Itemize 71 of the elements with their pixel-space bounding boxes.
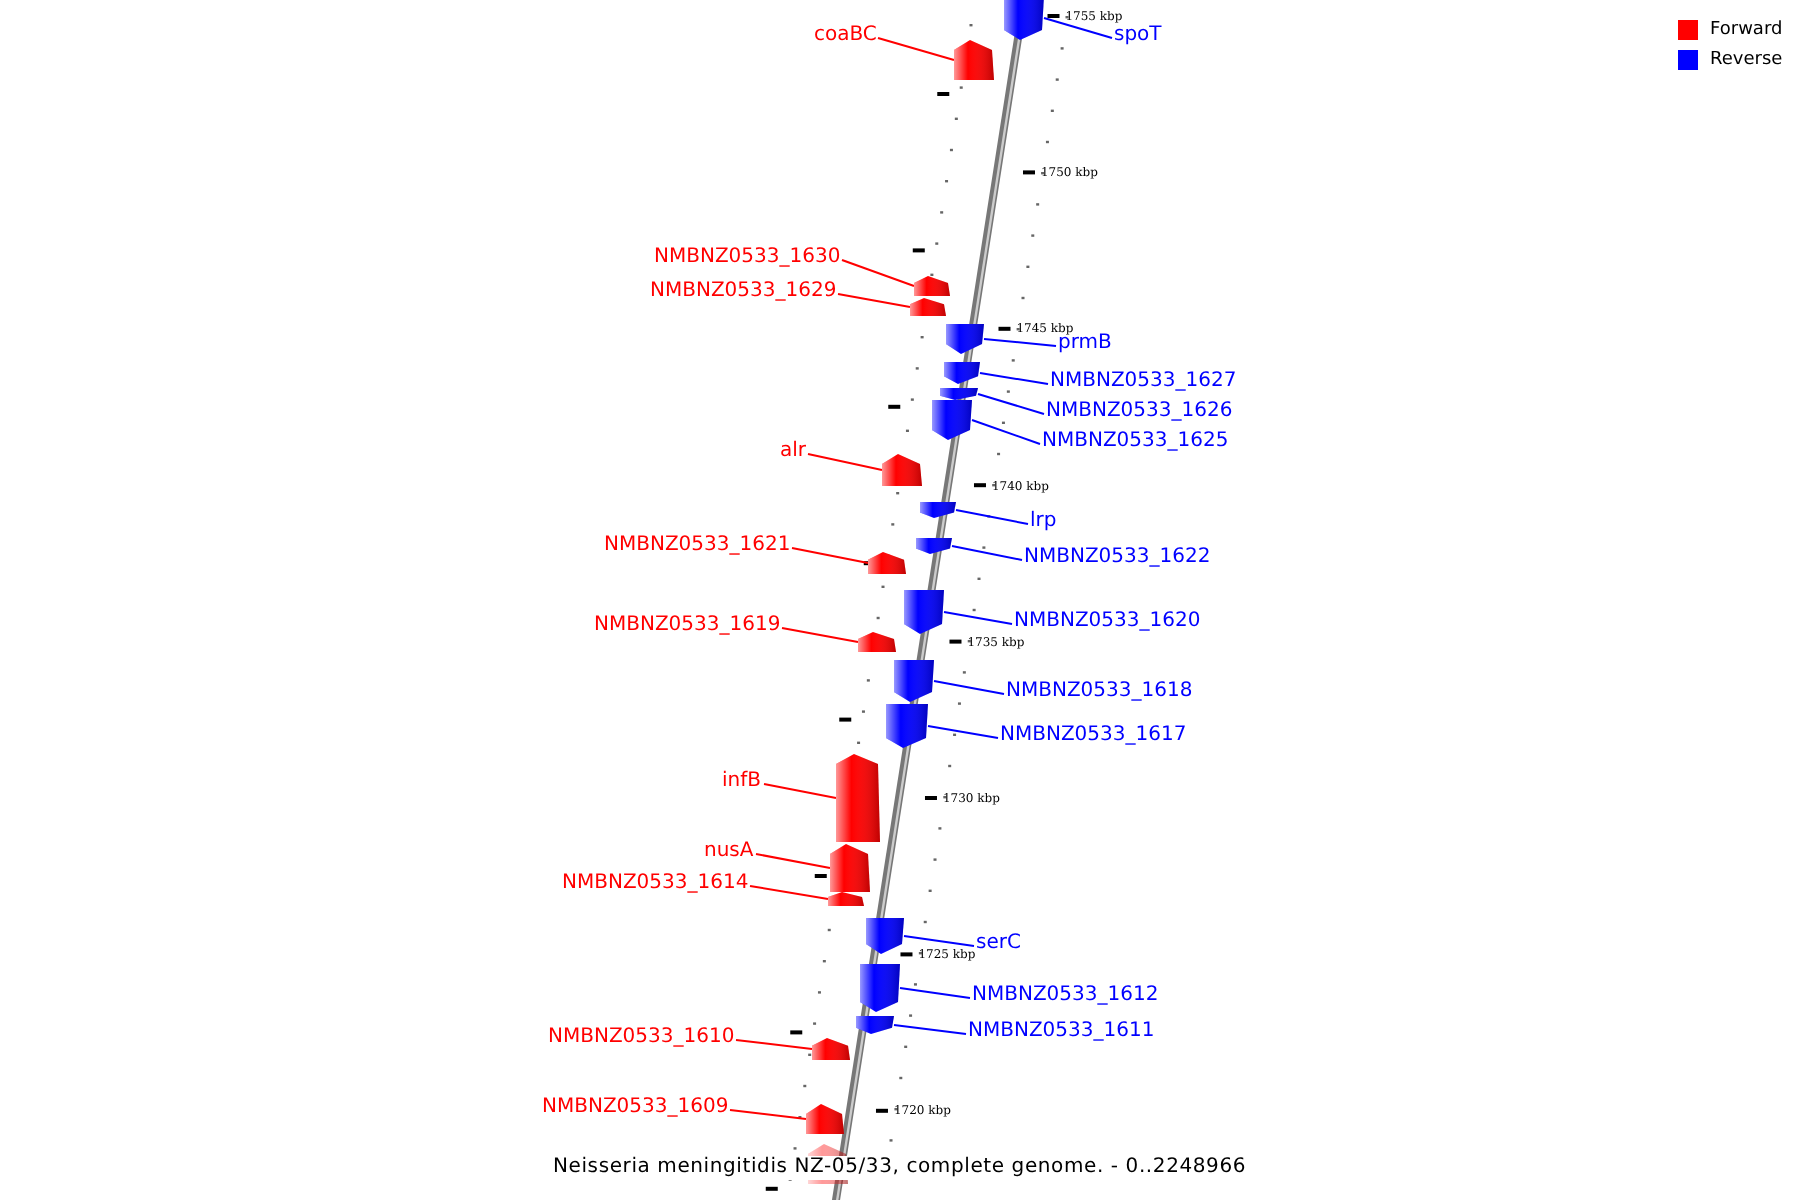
gene-label: serC <box>976 932 1021 956</box>
gene-feature-block <box>904 590 944 634</box>
gene-feature-block <box>882 454 922 486</box>
gene-label: coaBC <box>814 24 877 48</box>
gene-feature-block <box>914 276 950 296</box>
gene-label: NMBNZ0533_1622 <box>1024 546 1211 570</box>
leader-line <box>837 293 911 308</box>
gene-label: NMBNZ0533_1617 <box>1000 724 1187 748</box>
leader-line <box>749 885 829 900</box>
leader-line <box>841 259 915 287</box>
gene-label: NMBNZ0533_1612 <box>972 984 1159 1008</box>
gene-label: spoT <box>1114 24 1162 48</box>
gene-label: lrp <box>1030 510 1057 534</box>
gene-feature-block <box>856 1016 894 1034</box>
gene-feature-block <box>868 552 906 574</box>
gene-label: NMBNZ0533_1626 <box>1046 400 1233 424</box>
gene-label: alr <box>780 440 807 464</box>
gene-feature-block <box>954 40 994 80</box>
leader-line <box>735 1039 813 1050</box>
leader-line <box>877 37 955 61</box>
gene-feature-block <box>812 1038 850 1060</box>
leader-line <box>951 545 1023 561</box>
leader-line <box>927 725 999 739</box>
leader-line <box>899 987 971 999</box>
leader-line <box>933 680 1005 695</box>
gene-label: NMBNZ0533_1621 <box>604 534 791 558</box>
leader-line <box>763 783 837 799</box>
leader-line <box>893 1024 967 1035</box>
gene-feature-block <box>894 660 934 702</box>
leader-line <box>971 419 1041 445</box>
gene-label: NMBNZ0533_1618 <box>1006 680 1193 704</box>
gene-feature-block <box>1004 0 1044 40</box>
leader-line <box>755 853 831 869</box>
gene-label: NMBNZ0533_1611 <box>968 1020 1155 1044</box>
gene-label: NMBNZ0533_1614 <box>562 872 749 896</box>
gene-label: NMBNZ0533_1627 <box>1050 370 1237 394</box>
legend-label: Reverse <box>1710 48 1783 72</box>
gene-label: NMBNZ0533_1625 <box>1042 430 1229 454</box>
gene-feature-block <box>910 298 946 316</box>
leader-line <box>983 338 1057 347</box>
gene-label: nusA <box>704 840 754 864</box>
gene-feature-block <box>858 632 896 652</box>
leader-line <box>781 627 859 643</box>
gene-feature-block <box>946 324 984 354</box>
gene-label: NMBNZ0533_1610 <box>548 1026 735 1050</box>
leader-line <box>807 453 883 471</box>
gene-label: NMBNZ0533_1609 <box>542 1096 729 1120</box>
gene-feature-block <box>920 502 956 518</box>
gene-label: NMBNZ0533_1620 <box>1014 610 1201 634</box>
leader-line <box>791 547 869 564</box>
gene-feature-block <box>806 1104 844 1134</box>
leader-line <box>955 509 1029 525</box>
leader-line <box>729 1109 807 1120</box>
leader-line <box>977 393 1045 415</box>
gene-label: NMBNZ0533_1629 <box>650 280 837 304</box>
leader-line <box>903 935 975 947</box>
gene-feature-block <box>860 964 900 1012</box>
leader-line <box>943 611 1013 625</box>
gene-label: NMBNZ0533_1630 <box>654 246 841 270</box>
gene-feature-block <box>866 918 904 954</box>
gene-feature-block <box>944 362 980 384</box>
legend-label: Forward <box>1710 18 1783 42</box>
leader-line <box>1043 17 1113 39</box>
gene-feature-block <box>828 892 864 906</box>
gene-feature-block <box>940 388 978 400</box>
leader-line <box>979 372 1049 385</box>
gene-label: infB <box>722 770 761 794</box>
gene-label: NMBNZ0533_1619 <box>594 614 781 638</box>
gene-feature-block <box>916 538 952 554</box>
gene-label: prmB <box>1058 332 1112 356</box>
gene-feature-block <box>886 704 928 748</box>
